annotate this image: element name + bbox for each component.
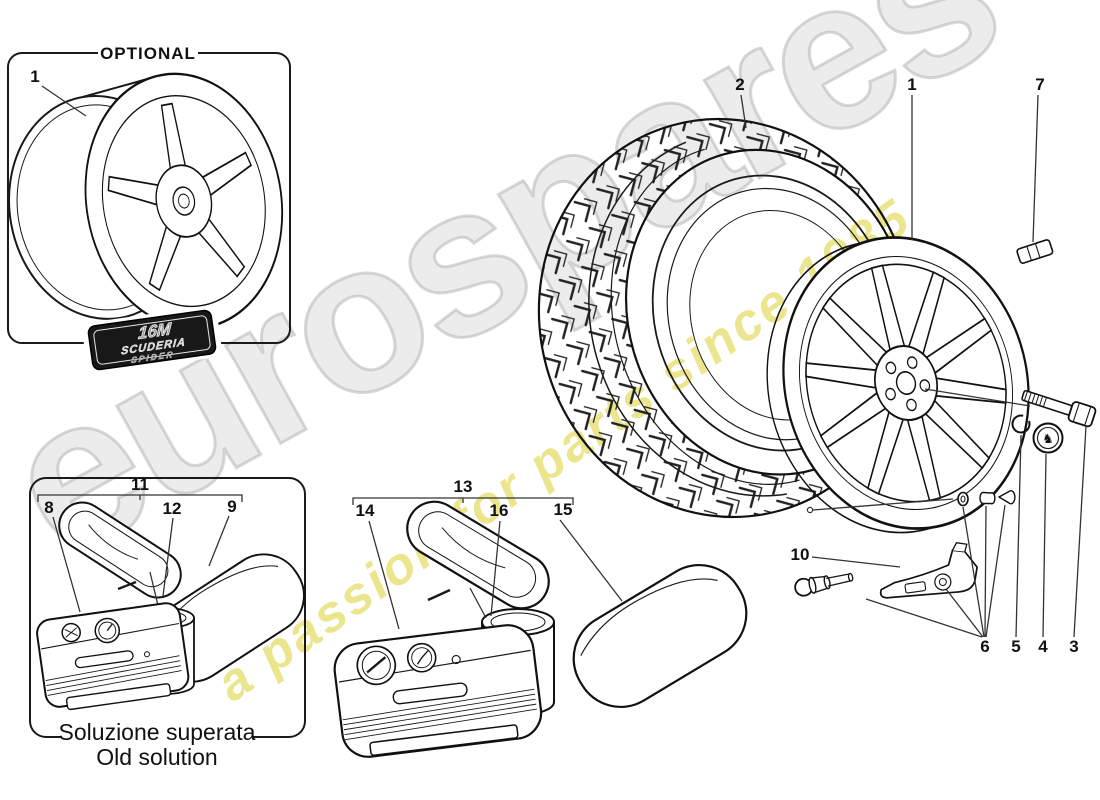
prancing-horse-icon: ♞: [1042, 431, 1054, 446]
circlip-drawing: [1011, 414, 1031, 434]
hub-cap-drawing: ♞: [1032, 422, 1064, 454]
wheel-weight-drawing: [1016, 239, 1054, 264]
new-pouch-drawing: [406, 500, 550, 610]
old-solution-caption-en: Old solution: [96, 744, 217, 770]
old-compressor-drawing: [36, 602, 190, 711]
valve-fasteners-drawing: [957, 490, 1016, 507]
part-label-cap: 4: [1038, 637, 1048, 656]
scuderia-badge: 16M SCUDERIA SPIDER: [82, 305, 222, 375]
wheel-bolt-drawing: [1021, 389, 1097, 428]
part-label-new-case: 15: [554, 500, 573, 519]
part-label-old-bottle: 12: [163, 499, 182, 518]
part-label-weight: 7: [1035, 75, 1044, 94]
optional-wheel-drawing: [8, 72, 284, 330]
part-label-wheel: 1: [907, 75, 916, 94]
new-compressor-drawing: [333, 624, 543, 758]
optional-box: OPTIONAL 1: [7, 43, 291, 375]
valve-stem-drawing: [794, 572, 854, 597]
part-label-valve-fasteners: 6: [980, 637, 989, 656]
old-solution-caption-it: Soluzione superata: [59, 719, 256, 745]
tpms-sensor-drawing: [879, 541, 978, 599]
part-label-old-case: 9: [227, 497, 236, 516]
part-label-tyre: 2: [735, 75, 744, 94]
part-label-optional-wheel: 1: [30, 67, 39, 86]
part-label-old-compressor: 8: [44, 498, 53, 517]
optional-box-title: OPTIONAL: [100, 44, 196, 63]
new-case-drawing: [572, 563, 748, 709]
part-label-new-compressor: 14: [356, 501, 375, 520]
part-label-new-bottle: 16: [490, 501, 509, 520]
part-label-bolt: 3: [1069, 637, 1078, 656]
old-solution-box: 11 8 12 9 Soluzione superata Old solutio…: [29, 475, 306, 770]
new-solution-kit: 13 14 16 15: [333, 477, 748, 758]
part-label-old-kit-group: 11: [131, 475, 149, 494]
part-label-sensor: 10: [791, 545, 810, 564]
part-label-new-kit-group: 13: [454, 477, 473, 496]
part-label-circlip: 5: [1011, 637, 1020, 656]
wheel-drawing: [766, 236, 1030, 534]
